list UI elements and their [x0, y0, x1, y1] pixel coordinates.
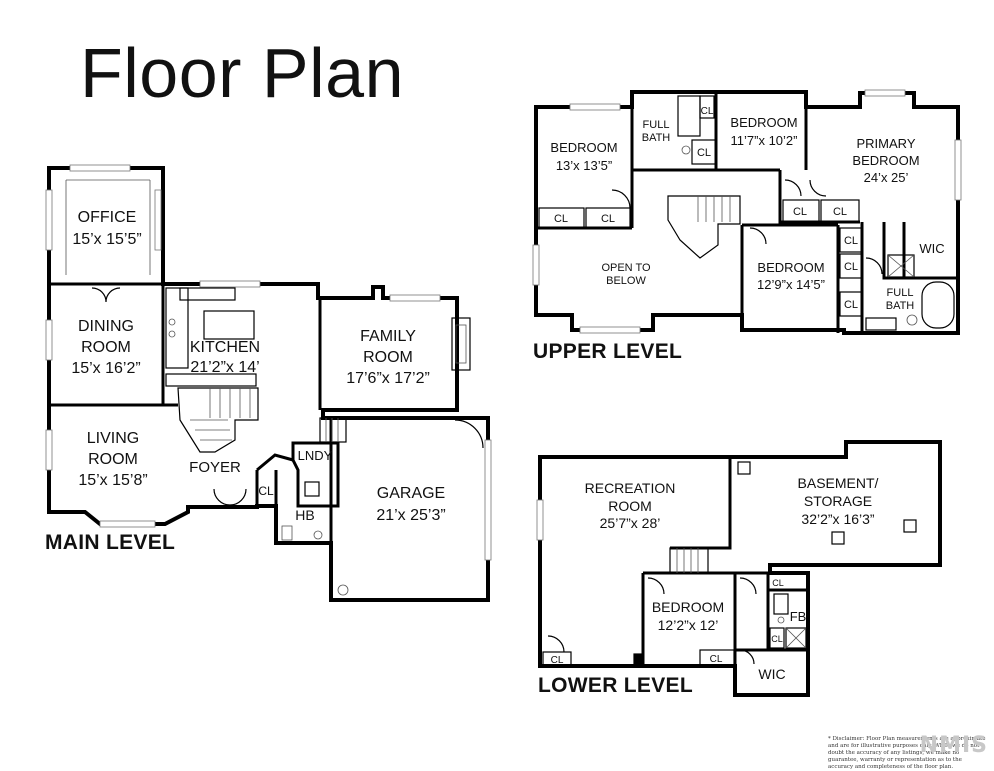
fb-label: FB: [790, 609, 807, 624]
recreation-dims: 25’7”x 28’: [600, 515, 661, 531]
office-label: OFFICE: [78, 209, 137, 226]
lower-closet-label-b: CL: [710, 654, 723, 665]
primary-label: PRIMARY: [857, 136, 916, 151]
nmis-watermark: NMIS: [919, 733, 988, 758]
family-label: FAMILY: [360, 328, 416, 345]
family-dims: 17’6”x 17’2”: [346, 370, 430, 387]
lower-closet-label-c: CL: [771, 634, 783, 644]
upper-closet-label-b: CL: [697, 147, 711, 159]
full-bath2-label: FULL: [887, 287, 914, 299]
upper-level-labels: BEDROOM 13’x 13’5” FULL BATH CL CL BEDRO…: [550, 106, 944, 312]
kitchen-dims: 21’2”x 14’: [190, 359, 259, 376]
open-below-label-2: BELOW: [606, 275, 646, 287]
bedroom2-label: BEDROOM: [730, 115, 797, 130]
dining-dims: 15’x 16’2”: [71, 360, 140, 377]
foyer-label: FOYER: [189, 459, 241, 476]
upper-closet-label-f: CL: [833, 206, 847, 218]
lower-wic-label: WIC: [758, 666, 785, 682]
living-label: LIVING: [87, 430, 139, 447]
upper-closet-label-c: CL: [554, 213, 568, 225]
hb-label: HB: [295, 507, 314, 523]
upper-closet-label-h: CL: [844, 261, 858, 273]
disclaimer-text: * Disclaimer: Floor Plan measurements ar…: [828, 736, 986, 770]
upper-closet-label-g: CL: [844, 235, 858, 247]
dining-label: DINING: [78, 318, 134, 335]
main-closet-label: CL: [258, 484, 274, 498]
primary-label-2: BEDROOM: [852, 153, 919, 168]
bedroom2-dims: 11’7”x 10’2”: [731, 133, 798, 148]
wic-label: WIC: [919, 241, 944, 256]
upper-level-label: UPPER LEVEL: [533, 340, 683, 363]
lower-closet-label-a: CL: [551, 655, 564, 666]
upper-closet-label-e: CL: [793, 206, 807, 218]
living-dims: 15’x 15’8”: [78, 472, 147, 489]
full-bath1-label-2: BATH: [642, 132, 671, 144]
page-title: Floor Plan: [80, 34, 405, 112]
lower-bedroom-dims: 12’2”x 12’: [658, 617, 719, 633]
upper-closet-label-d: CL: [601, 213, 615, 225]
lower-level-labels: RECREATION ROOM 25’7”x 28’ BASEMENT/ STO…: [551, 475, 879, 682]
lower-level-plan: [536, 440, 942, 697]
lower-closet-label-d: CL: [772, 578, 784, 588]
primary-dims: 24’x 25’: [864, 170, 909, 185]
office-dims: 15’x 15’5”: [72, 231, 141, 248]
full-bath2-label-2: BATH: [886, 300, 915, 312]
basement-dims: 32’2”x 16’3”: [801, 511, 874, 527]
dining-label-2: ROOM: [81, 339, 131, 356]
upper-closet-label-a: CL: [701, 106, 714, 117]
main-level-plan: [45, 164, 492, 602]
main-level-labels: OFFICE 15’x 15’5” DINING ROOM 15’x 16’2”…: [71, 209, 445, 524]
full-bath1-label: FULL: [643, 119, 670, 131]
lndy-label: LNDY: [298, 448, 333, 463]
lower-level-label: LOWER LEVEL: [538, 674, 693, 697]
open-below-label: OPEN TO: [601, 262, 651, 274]
recreation-label: RECREATION: [585, 480, 676, 496]
bedroom3-label: BEDROOM: [757, 260, 824, 275]
garage-dims: 21’x 25’3”: [376, 507, 445, 524]
upper-level-plan: [532, 89, 962, 335]
basement-label-2: STORAGE: [804, 493, 872, 509]
family-label-2: ROOM: [363, 349, 413, 366]
kitchen-label: KITCHEN: [190, 339, 260, 356]
lower-bedroom-label: BEDROOM: [652, 599, 724, 615]
recreation-label-2: ROOM: [608, 498, 652, 514]
upper-closet-label-i: CL: [844, 299, 858, 311]
bedroom1-label: BEDROOM: [550, 140, 617, 155]
bedroom3-dims: 12’9”x 14’5”: [757, 277, 825, 292]
bedroom1-dims: 13’x 13’5”: [556, 158, 612, 173]
basement-label: BASEMENT/: [798, 475, 879, 491]
main-level-label: MAIN LEVEL: [45, 531, 176, 554]
garage-label: GARAGE: [377, 485, 445, 502]
living-label-2: ROOM: [88, 451, 138, 468]
